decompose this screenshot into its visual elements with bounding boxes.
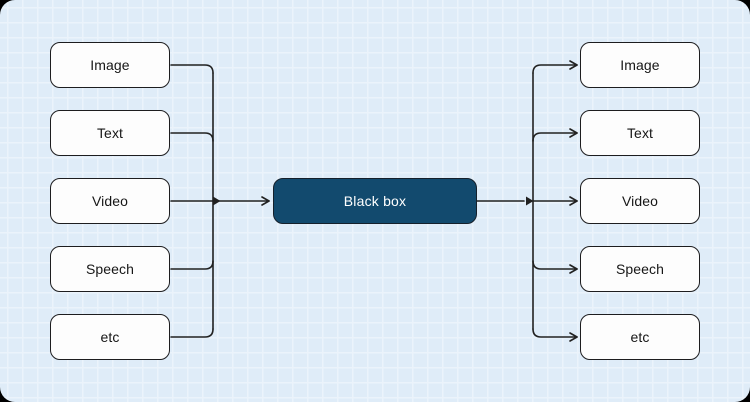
- output-node-label: Text: [626, 125, 654, 141]
- output-node-label: etc: [630, 329, 650, 345]
- connector-output-text: [532, 128, 578, 142]
- input-node-label: etc: [100, 329, 120, 345]
- input-node-label: Image: [90, 57, 130, 73]
- output-node-text: Text: [580, 110, 700, 156]
- connector-output-etc: [532, 328, 578, 342]
- connector-input-etc: [170, 328, 214, 338]
- input-node-video: Video: [50, 178, 170, 224]
- input-node-label: Text: [96, 125, 124, 141]
- connector-input-speech: [170, 260, 214, 270]
- input-node-etc: etc: [50, 314, 170, 360]
- connector-output-speech: [532, 260, 578, 274]
- input-node-image: Image: [50, 42, 170, 88]
- output-node-image: Image: [580, 42, 700, 88]
- output-node-speech: Speech: [580, 246, 700, 292]
- output-node-label: Video: [621, 193, 659, 209]
- black-box-node: Black box: [273, 178, 477, 224]
- output-node-label: Image: [620, 57, 660, 73]
- connector-input-text: [170, 132, 214, 142]
- input-node-label: Video: [91, 193, 129, 209]
- connector-input-image: [170, 64, 214, 74]
- output-node-label: Speech: [615, 261, 665, 277]
- output-node-video: Video: [580, 178, 700, 224]
- output-node-etc: etc: [580, 314, 700, 360]
- left-junction-point: [213, 196, 221, 206]
- input-node-text: Text: [50, 110, 170, 156]
- black-box-label: Black box: [343, 193, 407, 209]
- connector-output-image: [532, 60, 578, 74]
- input-node-speech: Speech: [50, 246, 170, 292]
- right-junction-point: [526, 196, 534, 206]
- input-node-label: Speech: [85, 261, 135, 277]
